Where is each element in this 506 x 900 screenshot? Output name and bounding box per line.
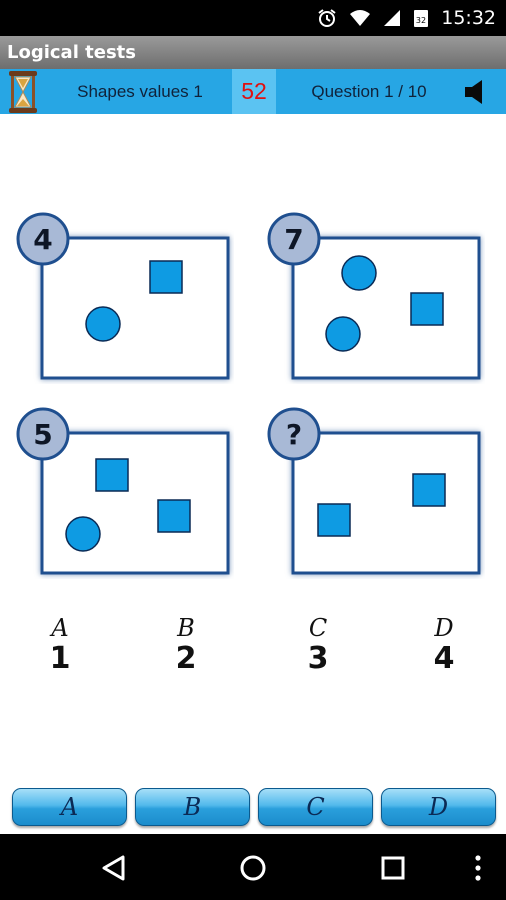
circle-shape: [325, 316, 361, 352]
option-a: A 1: [20, 614, 100, 676]
square-shape: [410, 292, 444, 326]
option-value: 4: [433, 641, 455, 676]
puzzle-panel-3: 5: [16, 407, 230, 575]
panel-figure: [267, 407, 481, 575]
overflow-menu-icon[interactable]: [456, 846, 500, 890]
panel-figure: [16, 407, 230, 575]
back-icon[interactable]: [92, 846, 136, 890]
puzzle-panel-4: ?: [267, 407, 481, 575]
level-name: Shapes values 1: [77, 81, 203, 101]
circle-shape: [85, 306, 121, 342]
option-letter: C: [308, 614, 328, 642]
recents-icon[interactable]: [371, 846, 415, 890]
question-counter: Question 1 / 10: [311, 81, 427, 101]
panel-badge-value: 4: [33, 222, 53, 256]
option-letter: D: [434, 614, 454, 642]
answer-button-b[interactable]: B: [135, 788, 250, 826]
hourglass-icon: [9, 71, 37, 113]
puzzle-panel-1: 4: [16, 212, 230, 380]
panel-badge-value: ?: [285, 417, 303, 451]
option-value: 2: [175, 641, 197, 676]
status-bar: 32 15:32: [0, 0, 506, 36]
panel-figure: [267, 212, 481, 380]
square-shape: [157, 499, 191, 533]
circle-shape: [341, 255, 377, 291]
home-icon[interactable]: [231, 846, 275, 890]
option-b: B 2: [146, 614, 226, 676]
square-shape: [149, 260, 183, 294]
option-value: 3: [307, 641, 329, 676]
answer-button-c[interactable]: C: [258, 788, 373, 826]
option-letter: A: [51, 614, 69, 642]
circle-shape: [65, 516, 101, 552]
option-d: D 4: [404, 614, 484, 676]
square-shape: [95, 458, 129, 492]
app-title: Logical tests: [7, 42, 136, 63]
alarm-icon: [318, 9, 336, 27]
option-c: C 3: [278, 614, 358, 676]
square-shape: [412, 473, 446, 507]
calendar-icon: 32: [414, 10, 429, 27]
puzzle-panel-2: 7: [267, 212, 481, 380]
speaker-icon[interactable]: [463, 78, 489, 106]
app-title-bar: Logical tests: [0, 36, 506, 69]
signal-icon: [384, 10, 401, 26]
answer-button-a[interactable]: A: [12, 788, 127, 826]
option-letter: B: [177, 614, 195, 642]
countdown-timer: 52: [232, 69, 276, 114]
answer-button-d[interactable]: D: [381, 788, 496, 826]
info-bar: Shapes values 1 52 Question 1 / 10: [0, 69, 506, 114]
clock: 15:32: [441, 7, 496, 29]
panel-badge-value: 5: [33, 417, 53, 451]
navigation-bar: [0, 834, 506, 900]
panel-badge-value: 7: [284, 222, 304, 256]
svg-text:32: 32: [416, 16, 426, 25]
square-shape: [317, 503, 351, 537]
option-value: 1: [49, 641, 71, 676]
panel-figure: [16, 212, 230, 380]
status-icons: 32 15:32: [317, 0, 496, 36]
wifi-icon: [350, 10, 371, 26]
